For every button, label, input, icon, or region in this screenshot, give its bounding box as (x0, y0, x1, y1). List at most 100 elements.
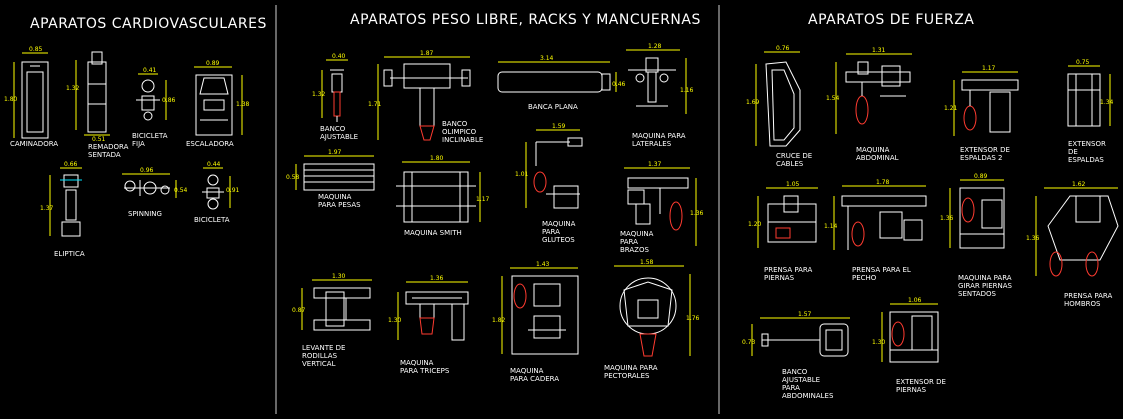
equipment-label: PARA PESAS (318, 201, 361, 209)
equipment-label: VERTICAL (302, 360, 336, 368)
equipment-label: GLUTEOS (542, 236, 575, 244)
dimension-label: 1.80 (4, 96, 18, 103)
section-title-cardio: APARATOS CARDIOVASCULARES (30, 16, 267, 32)
dimension-label: 1.78 (876, 179, 890, 186)
dimension-label: 1.30 (388, 317, 402, 324)
equipment-label: ABDOMINAL (856, 154, 899, 162)
equipment-label: ELIPTICA (54, 250, 85, 258)
dimension-label: 1.05 (786, 181, 800, 188)
equipment-label: BANCA PLANA (528, 103, 578, 111)
prensa-piernas: 1.05 1.20 PRENSA PARA PIERNAS (748, 181, 818, 282)
equipment-label: EXTENSOR (1068, 140, 1106, 148)
escaladora: 0.89 1.38 ESCALADORA (186, 60, 250, 148)
dimension-label: 1.82 (492, 317, 506, 324)
equipment-label: MAQUINA PARA (632, 132, 686, 140)
maquina-pectorales: 1.58 1.76 MAQUINA PARA PECTORALES (604, 259, 700, 380)
equipment-label: LATERALES (632, 140, 672, 148)
equipment-label: MAQUINA PARA (958, 274, 1012, 282)
equipment-label: GIRAR PIERNAS (958, 282, 1013, 290)
banco-ajustable: 0.40 1.32 BANCO AJUSTABLE (312, 53, 358, 141)
dimension-label: 0.58 (286, 174, 300, 181)
equipment-label: MAQUINA (542, 220, 576, 228)
maquina-cadera: 1.43 1.82 MAQUINA PARA CADERA (492, 261, 579, 383)
dimension-label: 0.46 (612, 81, 626, 88)
dimension-label: 0.54 (174, 187, 188, 194)
dimension-label: 1.58 (640, 259, 654, 266)
extensor-espaldas: 0.75 1.34 EXTENSOR DE ESPALDAS (1067, 59, 1114, 164)
dimension-label: 1.01 (515, 171, 529, 178)
eliptica: 0.66 1.37 ELIPTICA (40, 161, 85, 258)
dimension-label: 1.34 (1100, 99, 1114, 106)
equipment-label: RODILLAS (302, 352, 338, 360)
equipment-label: PARA (620, 238, 638, 246)
maquina-gluteos: 1.59 1.01 MAQUINA PARA GLUTEOS (515, 123, 583, 244)
equipment-label: LEVANTE DE (302, 344, 345, 352)
section-title-strength: APARATOS DE FUERZA (808, 12, 974, 28)
equipment-label: SPINNING (128, 210, 162, 218)
dimension-label: 1.97 (328, 149, 342, 156)
equipment-label: HOMBROS (1064, 300, 1101, 308)
equipment-label: BICICLETA (194, 216, 230, 224)
maquina-laterales: 1.28 1.16 MAQUINA PARA LATERALES (626, 43, 694, 148)
equipment-label: BRAZOS (620, 246, 649, 254)
equipment-label: MAQUINA (400, 359, 434, 367)
maquina-smith: 1.80 1.17 MAQUINA SMITH (396, 155, 490, 237)
maquina-pesas: 1.97 0.58 MAQUINA PARA PESAS (286, 149, 375, 209)
equipment-label: CRUCE DE (776, 152, 812, 160)
equipment-label: ESPALDAS (1068, 156, 1104, 164)
maquina-brazos: 1.37 1.36 MAQUINA PARA BRAZOS (620, 161, 704, 254)
equipment-label: PRENSA PARA EL (852, 266, 911, 274)
equipment-label: BANCO (442, 120, 468, 128)
dimension-label: 0.41 (143, 67, 157, 74)
equipment-label: MAQUINA (318, 193, 352, 201)
equipment-label: DE (1068, 148, 1078, 156)
dimension-label: 1.30 (332, 273, 346, 280)
dimension-label: 1.17 (982, 65, 996, 72)
equipment-label: SENTADA (88, 151, 121, 159)
equipment-label: PRENSA PARA (1064, 292, 1112, 300)
dimension-label: 1.17 (476, 196, 490, 203)
equipment-label: PECTORALES (604, 372, 650, 380)
section-title-free-weights: APARATOS PESO LIBRE, RACKS Y MANCUERNAS (350, 12, 701, 28)
equipment-label: OLIMPICO (442, 128, 477, 136)
equipment-label: EXTENSOR DE (960, 146, 1010, 154)
equipment-label: BANCO (320, 125, 346, 133)
equipment-label: MAQUINA SMITH (404, 229, 462, 237)
dimension-label: 1.87 (420, 50, 434, 57)
equipment-label: AJUSTABLE (320, 133, 358, 141)
dimension-label: 1.20 (748, 221, 762, 228)
caminadora: 0.85 1.80 CAMINADORA (4, 46, 58, 148)
dimension-label: 1.30 (872, 339, 886, 346)
dimension-label: 0.73 (742, 339, 756, 346)
prensa-pecho: 1.78 1.14 PRENSA PARA EL PECHO (824, 179, 927, 282)
levante-rodillas: 1.30 0.87 LEVANTE DE RODILLAS VERTICAL (292, 273, 372, 368)
equipment-label: MAQUINA (620, 230, 654, 238)
equipment-label: PECHO (852, 274, 877, 282)
dimension-label: 1.37 (40, 205, 54, 212)
equipment-label: MAQUINA (510, 367, 544, 375)
dimension-label: 1.57 (798, 311, 812, 318)
dimension-label: 0.96 (140, 167, 154, 174)
equipment-label: PRENSA PARA (764, 266, 812, 274)
prensa-hombros: 1.62 1.36 PRENSA PARA HOMBROS (1026, 181, 1119, 308)
dimension-label: 1.59 (552, 123, 566, 130)
equipment-label: MAQUINA PARA (604, 364, 658, 372)
equipment-label: REMADORA (88, 143, 129, 151)
dimension-label: 1.16 (680, 87, 694, 94)
equipment-label: BICICLETA (132, 132, 168, 140)
dimension-label: 0.91 (226, 187, 240, 194)
equipment-label: ABDOMINALES (782, 392, 834, 400)
maquina-abdominal: 1.31 1.54 MAQUINA ABDOMINAL (826, 47, 912, 162)
girar-piernas: 0.89 1.36 MAQUINA PARA GIRAR PIERNAS SEN… (940, 173, 1013, 298)
dimension-label: 1.76 (686, 315, 700, 322)
maquina-triceps: 1.36 1.30 MAQUINA PARA TRICEPS (388, 275, 469, 375)
banco-abdominales: 1.57 0.73 BANCO AJUSTABLE PARA ABDOMINAL… (742, 311, 850, 400)
banco-olimpico: 1.87 1.71 BANCO OLIMPICO INCLINABLE (368, 50, 483, 144)
cruce-cables: 0.76 1.69 CRUCE DE CABLES (746, 45, 812, 168)
equipment-label: CAMINADORA (10, 140, 58, 148)
dimension-label: 1.14 (824, 223, 838, 230)
dimension-label: 1.36 (940, 215, 954, 222)
dimension-label: 1.62 (1072, 181, 1086, 188)
